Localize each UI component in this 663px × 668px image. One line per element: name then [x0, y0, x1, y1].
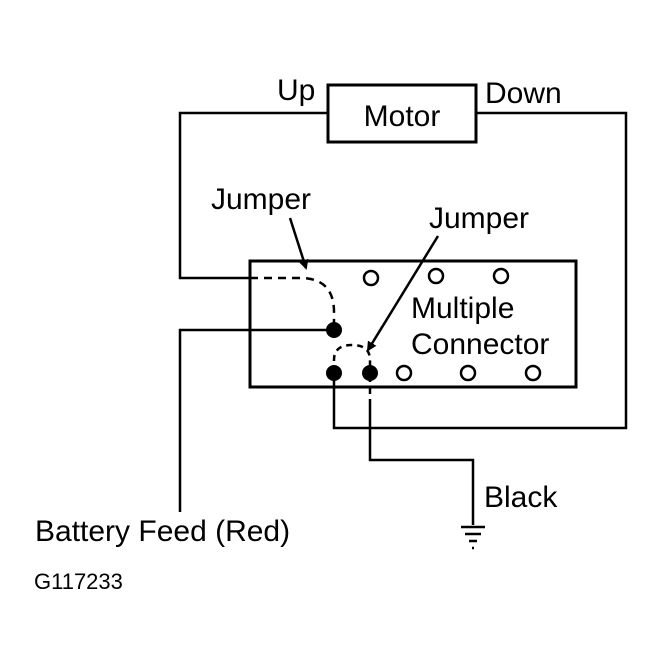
pin-open	[459, 364, 477, 382]
black-wire	[368, 405, 475, 525]
label-jumper-right: Jumper	[429, 202, 529, 235]
figure-code: G117233	[34, 569, 123, 594]
battery-feed-wire	[178, 328, 334, 512]
label-connector: Connector	[411, 328, 549, 361]
pin-open	[362, 269, 380, 287]
multiple-connector-box	[248, 259, 578, 389]
pin-open	[395, 364, 413, 382]
pin-open	[524, 364, 542, 382]
label-up: Up	[277, 74, 315, 107]
jumper-left-arrow	[288, 217, 309, 270]
pin-open	[427, 267, 445, 285]
label-black: Black	[484, 481, 558, 514]
label-down: Down	[485, 77, 562, 110]
pin-down	[326, 365, 342, 381]
down-wire	[332, 111, 628, 430]
jumper-right-dashed	[332, 343, 372, 372]
label-jumper-left: Jumper	[211, 183, 311, 216]
pin-open	[492, 267, 510, 285]
pin-black	[362, 365, 378, 381]
label-battery-feed: Battery Feed (Red)	[35, 515, 290, 548]
ground-symbol	[461, 525, 485, 550]
pin-battery-feed	[326, 322, 342, 338]
label-multiple: Multiple	[411, 292, 514, 325]
jumper-right-arrow	[366, 235, 440, 352]
up-wire	[178, 111, 328, 280]
jumper-left-dashed	[250, 276, 336, 330]
label-motor: Motor	[364, 100, 441, 133]
